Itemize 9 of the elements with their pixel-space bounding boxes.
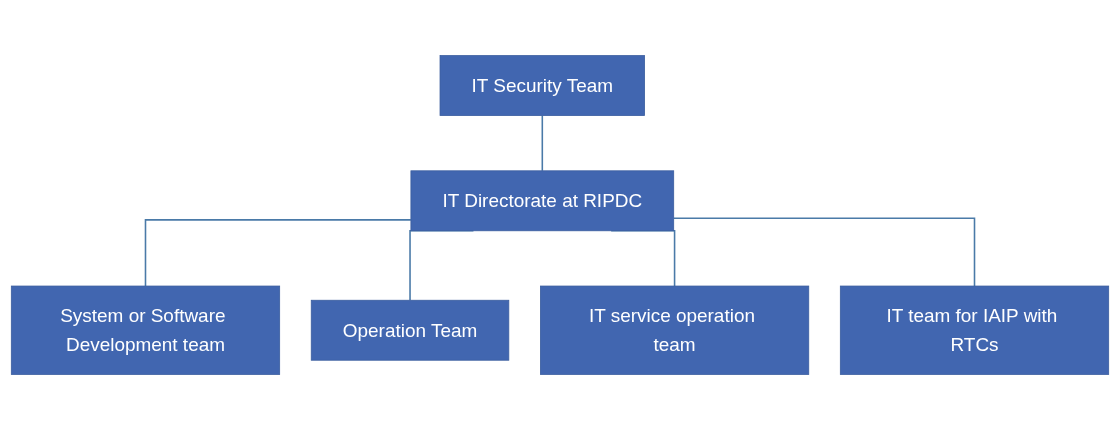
node-box: IT Directorate at RIPDC (410, 170, 675, 232)
node-box: System or Software Development team (10, 285, 281, 375)
node-box: IT service operation team (540, 285, 810, 375)
node-box: Operation Team (310, 299, 510, 361)
connector (144, 219, 412, 287)
connector (541, 114, 544, 172)
node-box: IT Security Team (439, 55, 645, 116)
node-box: IT team for IAIP with RTCs (839, 285, 1110, 375)
connector (672, 217, 976, 287)
